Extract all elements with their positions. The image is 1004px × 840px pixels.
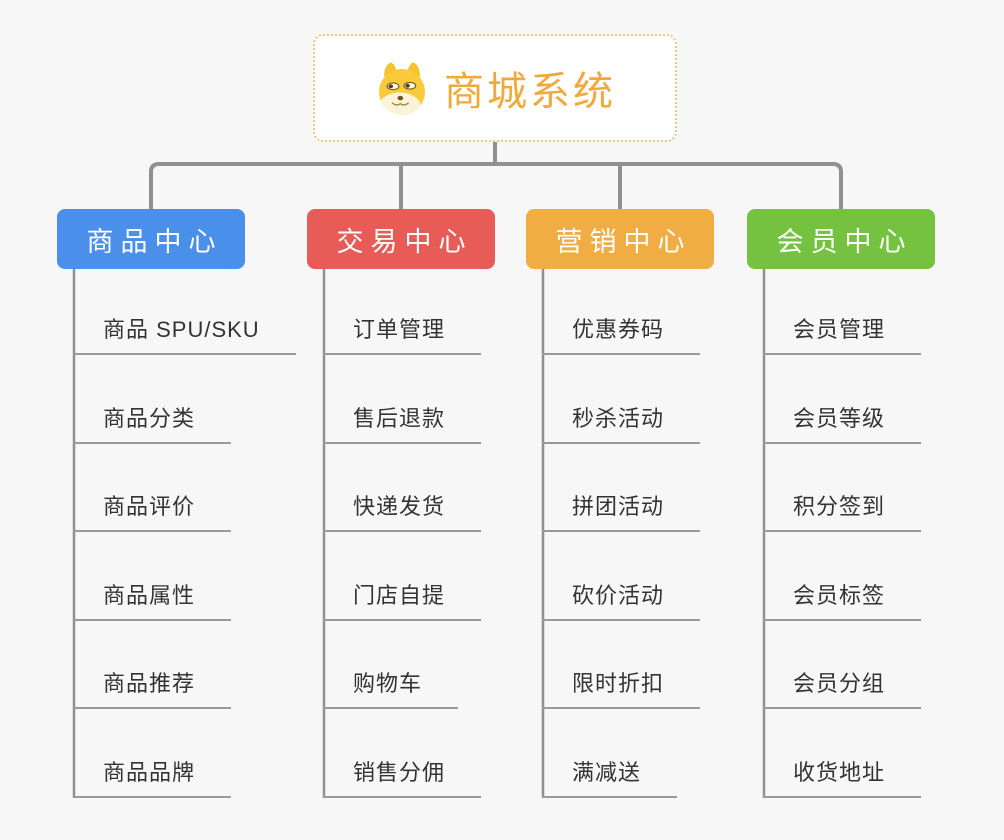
leaf-topic[interactable]: 订单管理 (323, 315, 482, 355)
branch-label: 会员中心 (776, 226, 913, 257)
leaf-topic[interactable]: 满减送 (542, 758, 678, 798)
branch-label: 商品中心 (86, 226, 223, 257)
leaf-topic[interactable]: 砍价活动 (542, 581, 701, 621)
leaf-topic[interactable]: 门店自提 (323, 581, 482, 621)
leaf-topic[interactable]: 商品 SPU/SKU (73, 315, 296, 355)
leaf-topic[interactable]: 优惠券码 (542, 315, 701, 355)
branch-node-marketing-center[interactable]: 营销中心 (526, 209, 714, 269)
leaf-topic[interactable]: 限时折扣 (542, 669, 701, 709)
leaf-topic[interactable]: 拼团活动 (542, 492, 701, 532)
branch-label: 交易中心 (336, 226, 473, 257)
leaf-topic[interactable]: 商品属性 (73, 581, 232, 621)
branch-node-member-center[interactable]: 会员中心 (747, 209, 935, 269)
leaf-topic[interactable]: 会员管理 (763, 315, 922, 355)
leaf-topic[interactable]: 会员分组 (763, 669, 922, 709)
leaf-topic[interactable]: 会员标签 (763, 581, 922, 621)
leaf-topic[interactable]: 商品推荐 (73, 669, 232, 709)
leaf-topic[interactable]: 售后退款 (323, 404, 482, 444)
leaf-topic[interactable]: 收货地址 (763, 758, 922, 798)
leaf-topic[interactable]: 快递发货 (323, 492, 482, 532)
leaf-topic[interactable]: 会员等级 (763, 404, 922, 444)
root-node[interactable]: 商城系统 (313, 34, 677, 142)
doge-icon (379, 62, 425, 115)
root-title: 商城系统 (444, 70, 616, 114)
branch-node-product-center[interactable]: 商品中心 (57, 209, 245, 269)
branch-label: 营销中心 (555, 226, 692, 257)
leaf-topic[interactable]: 积分签到 (763, 492, 922, 532)
leaf-topic[interactable]: 商品品牌 (73, 758, 232, 798)
leaf-topic[interactable]: 销售分佣 (323, 758, 482, 798)
leaf-topic[interactable]: 商品评价 (73, 492, 232, 532)
branch-node-trade-center[interactable]: 交易中心 (307, 209, 495, 269)
leaf-topic[interactable]: 购物车 (323, 669, 459, 709)
leaf-topic[interactable]: 商品分类 (73, 404, 232, 444)
leaf-topic[interactable]: 秒杀活动 (542, 404, 701, 444)
